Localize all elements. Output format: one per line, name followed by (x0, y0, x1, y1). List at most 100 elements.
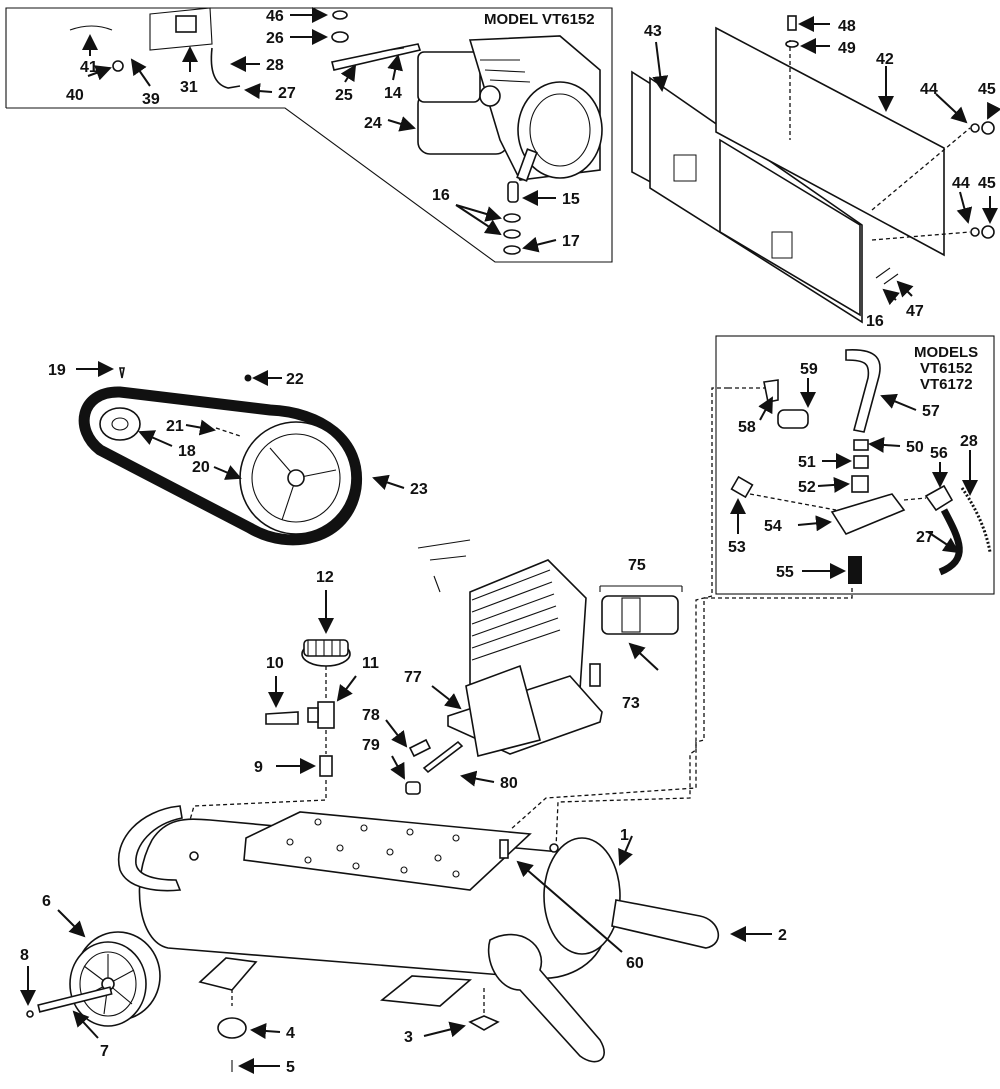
callout-17: 17 (562, 233, 580, 250)
part-46-washer (332, 10, 348, 20)
part-19-setscrew (119, 367, 125, 379)
callout-20: 20 (192, 459, 210, 476)
hose-panel: MODELS VT6152 VT6172 59 58 57 50 5 (715, 335, 995, 595)
part-28-line (210, 47, 241, 89)
callout-27b: 27 (916, 529, 934, 546)
part-31-throttle (175, 15, 197, 33)
part-41-clip (69, 25, 113, 31)
callout-5: 5 (286, 1059, 295, 1076)
part-47-clips (875, 267, 899, 285)
part-56-fitting (924, 484, 954, 512)
part-79-cap (405, 781, 421, 795)
part-44-washer (970, 123, 980, 133)
callout-45b: 45 (978, 175, 996, 192)
callout-60: 60 (626, 955, 644, 972)
belt-guard: 48 49 43 42 44 45 44 45 47 16 (631, 15, 1000, 330)
callout-16b: 16 (866, 313, 884, 330)
callout-54: 54 (764, 518, 782, 535)
callout-48: 48 (838, 18, 856, 35)
plate-holes (286, 818, 460, 878)
callout-14: 14 (384, 85, 402, 102)
part-8-clip (26, 1010, 34, 1018)
part-54-manifold (830, 493, 906, 535)
callout-73: 73 (622, 695, 640, 712)
callout-52: 52 (798, 479, 816, 496)
tank-foot-left (198, 957, 258, 991)
part-59-unloader (777, 409, 809, 429)
compressor-pump: 75 73 77 78 79 80 (362, 539, 683, 795)
callout-44b: 44 (952, 175, 970, 192)
part-80-tube (422, 740, 464, 774)
engine-panel: MODEL VT6152 (5, 7, 613, 263)
part-15-bolt (507, 181, 519, 203)
hose-models-label-1: VT6152 (920, 360, 973, 377)
callout-31: 31 (180, 79, 198, 96)
callout-42: 42 (876, 51, 894, 68)
callout-3: 3 (404, 1029, 413, 1046)
hose-models-label-0: MODELS (914, 344, 978, 361)
part-78-fitting (408, 738, 432, 758)
part-48-screw (787, 15, 797, 31)
callout-11: 11 (362, 655, 379, 672)
callout-40: 40 (66, 87, 84, 104)
callout-12: 12 (316, 569, 334, 586)
callout-16: 16 (432, 187, 450, 204)
part-16-washer (503, 213, 521, 223)
callout-50: 50 (906, 439, 924, 456)
callout-51: 51 (798, 454, 816, 471)
callout-58: 58 (738, 419, 756, 436)
callout-59: 59 (800, 361, 818, 378)
hose-models-label-2: VT6172 (920, 376, 973, 393)
part-2-handle (611, 899, 720, 949)
part-73-bolt (589, 663, 601, 687)
part-51-fitting (853, 455, 869, 469)
part-53-valve (730, 475, 754, 499)
callout-41: 41 (80, 59, 98, 76)
part-26-washer (331, 31, 349, 43)
callout-21: 21 (166, 418, 184, 435)
callout-27: 27 (278, 85, 296, 102)
callout-28: 28 (266, 57, 284, 74)
part-22-key (244, 374, 252, 382)
wheel-assembly: 6 8 7 (20, 893, 161, 1060)
callout-1: 1 (620, 827, 629, 844)
callout-9: 9 (254, 759, 263, 776)
part-11-tee (317, 701, 335, 729)
part-16b-washer (503, 229, 521, 239)
callout-45: 45 (978, 81, 996, 98)
part-3-wingnut (468, 1015, 500, 1031)
callout-57: 57 (922, 403, 940, 420)
air-tank: 1 2 60 4 5 3 (117, 805, 787, 1076)
callout-8: 8 (20, 947, 29, 964)
callout-47: 47 (906, 303, 924, 320)
callout-39: 39 (142, 91, 160, 108)
part-45b-nut (981, 225, 995, 239)
callout-77: 77 (404, 669, 422, 686)
callout-24: 24 (364, 115, 382, 132)
callout-49: 49 (838, 40, 856, 57)
callout-78: 78 (362, 707, 380, 724)
callout-80: 80 (500, 775, 518, 792)
part-18-motor-pulley (99, 407, 141, 441)
callout-28b: 28 (960, 433, 978, 450)
callout-2: 2 (778, 927, 787, 944)
part-45-nut (981, 121, 995, 135)
part-14-pin (389, 47, 405, 51)
callout-18: 18 (178, 443, 196, 460)
part-39-control-bracket (149, 7, 213, 51)
callout-43: 43 (644, 23, 662, 40)
part-40-screw (112, 60, 124, 72)
callout-23: 23 (410, 481, 428, 498)
part-25-bracket (331, 43, 422, 71)
check-valve-group: 12 11 10 9 (254, 569, 379, 777)
part-7-axle (37, 986, 113, 1013)
callout-19: 19 (48, 362, 66, 379)
callout-56: 56 (930, 445, 948, 462)
part-10-valve (265, 711, 299, 725)
engine-model-label: MODEL VT6152 (484, 11, 595, 28)
callout-22: 22 (286, 371, 304, 388)
part-4-foot (217, 1017, 247, 1039)
tank-foot-right (379, 975, 472, 1007)
part-28-tube (960, 487, 992, 553)
